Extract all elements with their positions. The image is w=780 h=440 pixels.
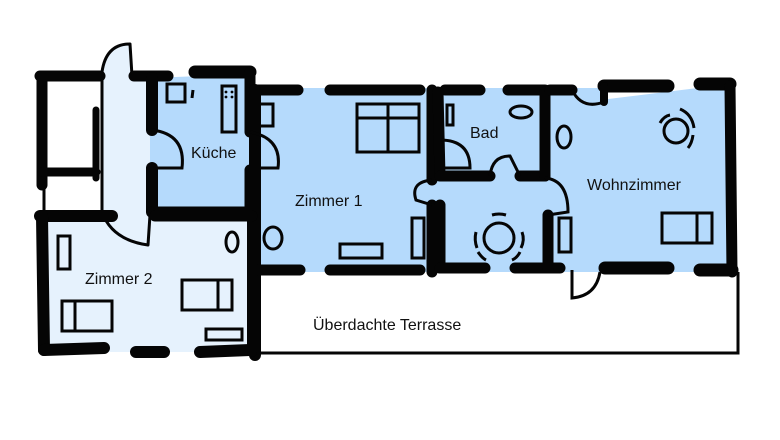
hall-chairs-icon bbox=[473, 212, 525, 262]
bad-basin-icon bbox=[508, 104, 534, 120]
furniture bbox=[56, 82, 714, 342]
door-kueche-zimmer1 bbox=[249, 130, 280, 170]
zimmer2-sofa-icon bbox=[60, 299, 114, 333]
wohnzimmer-plant-icon bbox=[555, 124, 573, 150]
wohnzimmer-sofa-icon bbox=[660, 211, 714, 245]
wohnzimmer-round-table-icon bbox=[662, 117, 690, 145]
room-label-bad: Bad bbox=[470, 125, 498, 142]
stove-burners-icon bbox=[224, 90, 234, 99]
bad-shower-icon bbox=[445, 103, 455, 127]
room-label-wohnzimmer: Wohnzimmer bbox=[587, 177, 682, 194]
door-kueche-corridor bbox=[151, 128, 184, 170]
zimmer2-shelf-icon bbox=[56, 234, 72, 271]
kitchen-tap-icon bbox=[190, 89, 195, 99]
zimmer1-shelf-icon bbox=[410, 216, 426, 260]
room-label-kueche: Küche bbox=[191, 145, 236, 162]
door-hall-wohnzimmer bbox=[544, 176, 570, 217]
room-label-zimmer2: Zimmer 2 bbox=[85, 271, 153, 288]
zimmer1-desk-icon bbox=[338, 242, 384, 260]
room-label-terrasse: Überdachte Terrasse bbox=[313, 316, 461, 334]
hall-table-icon bbox=[482, 221, 516, 255]
zimmer2-plant-icon bbox=[224, 230, 240, 254]
zimmer1-cabinet-icon bbox=[257, 102, 275, 128]
entry-corridor-fill bbox=[102, 43, 150, 245]
kueche-fill bbox=[150, 74, 255, 212]
fridge-stove-icon bbox=[220, 84, 238, 134]
zimmer2-fill bbox=[40, 215, 248, 352]
wohnzimmer-shelf-icon bbox=[557, 216, 573, 254]
door-wohnzimmer-top bbox=[570, 89, 605, 106]
door-bad bbox=[439, 138, 472, 170]
zimmer2-desk-icon bbox=[204, 327, 244, 342]
wohnzimmer-fill bbox=[545, 84, 730, 272]
wohnzimmer-chairs-icon bbox=[658, 107, 696, 149]
door-zimmer1-hall bbox=[413, 178, 433, 207]
door-swings bbox=[151, 89, 605, 300]
zimmer2-bed-icon bbox=[180, 278, 234, 312]
room-label-zimmer1: Zimmer 1 bbox=[295, 193, 363, 210]
door-bad-hall bbox=[488, 154, 522, 177]
zimmer1-plant-icon bbox=[262, 225, 284, 251]
kitchen-sink-icon bbox=[165, 82, 187, 104]
door-terrace bbox=[570, 270, 602, 300]
